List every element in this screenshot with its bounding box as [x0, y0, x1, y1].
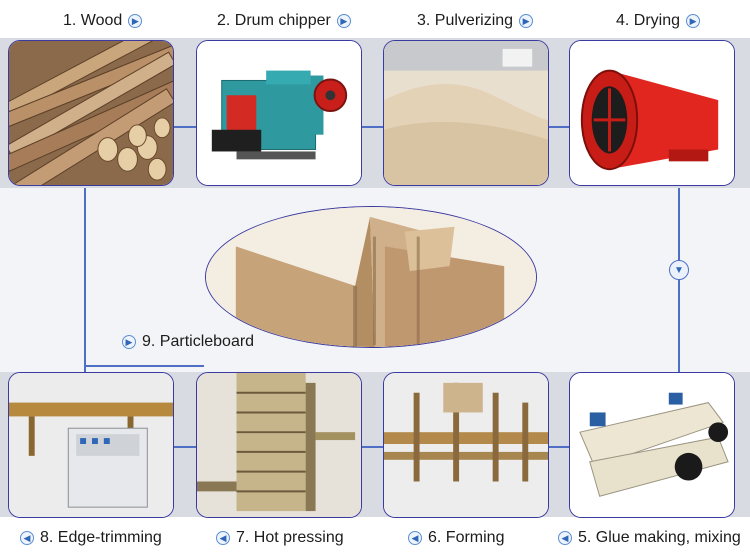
connector-2-3: [360, 126, 388, 128]
step-1-wood-image: [8, 40, 174, 186]
step-3-pulverizing-image: [383, 40, 549, 186]
step-6-label: ◀6. Forming: [408, 529, 504, 547]
step-5-glue-mixing-image: [569, 372, 735, 518]
step-8-edge-trimming-image: [8, 372, 174, 518]
circle-arrow-right-icon: ▶: [336, 14, 351, 28]
connector-1-2: [170, 126, 202, 128]
circle-arrow-right-icon: ▶: [686, 14, 701, 28]
connector-4-5: [678, 188, 680, 372]
step-7-label: ◀7. Hot pressing: [216, 529, 344, 547]
step-3-label: 3. Pulverizing▶: [417, 12, 534, 30]
connector-1-8: [84, 188, 86, 372]
connector-3-4: [548, 126, 574, 128]
step-8-label: ◀8. Edge-trimming: [20, 529, 162, 547]
step-7-hot-pressing-image: [196, 372, 362, 518]
step-6-forming-image: [383, 372, 549, 518]
circle-arrow-left-icon: ◀: [216, 531, 230, 545]
connector-7-8: [170, 446, 202, 448]
connector-5-6: [548, 446, 574, 448]
step-4-label: 4. Drying▶: [616, 12, 701, 30]
step-1-label: 1. Wood▶: [63, 12, 143, 30]
step-2-label: 2. Drum chipper▶: [217, 12, 351, 30]
step-5-label: ◀5. Glue making, mixing: [558, 529, 741, 547]
connector-6-7: [360, 446, 388, 448]
step-4-drying-image: [569, 40, 735, 186]
circle-arrow-right-icon: ▶: [128, 14, 143, 28]
particleboard-image: [205, 206, 537, 348]
circle-arrow-right-icon: ▶: [122, 335, 136, 349]
circle-arrow-right-icon: ▶: [519, 14, 534, 28]
circle-arrow-left-icon: ◀: [558, 531, 572, 545]
down-arrow-icon: ▼: [669, 260, 689, 280]
circle-arrow-left-icon: ◀: [20, 531, 34, 545]
step-2-drum-chipper-image: [196, 40, 362, 186]
circle-arrow-left-icon: ◀: [408, 531, 422, 545]
step-9-label: ▶9. Particleboard: [122, 333, 254, 351]
connector-8-9: [84, 365, 204, 367]
